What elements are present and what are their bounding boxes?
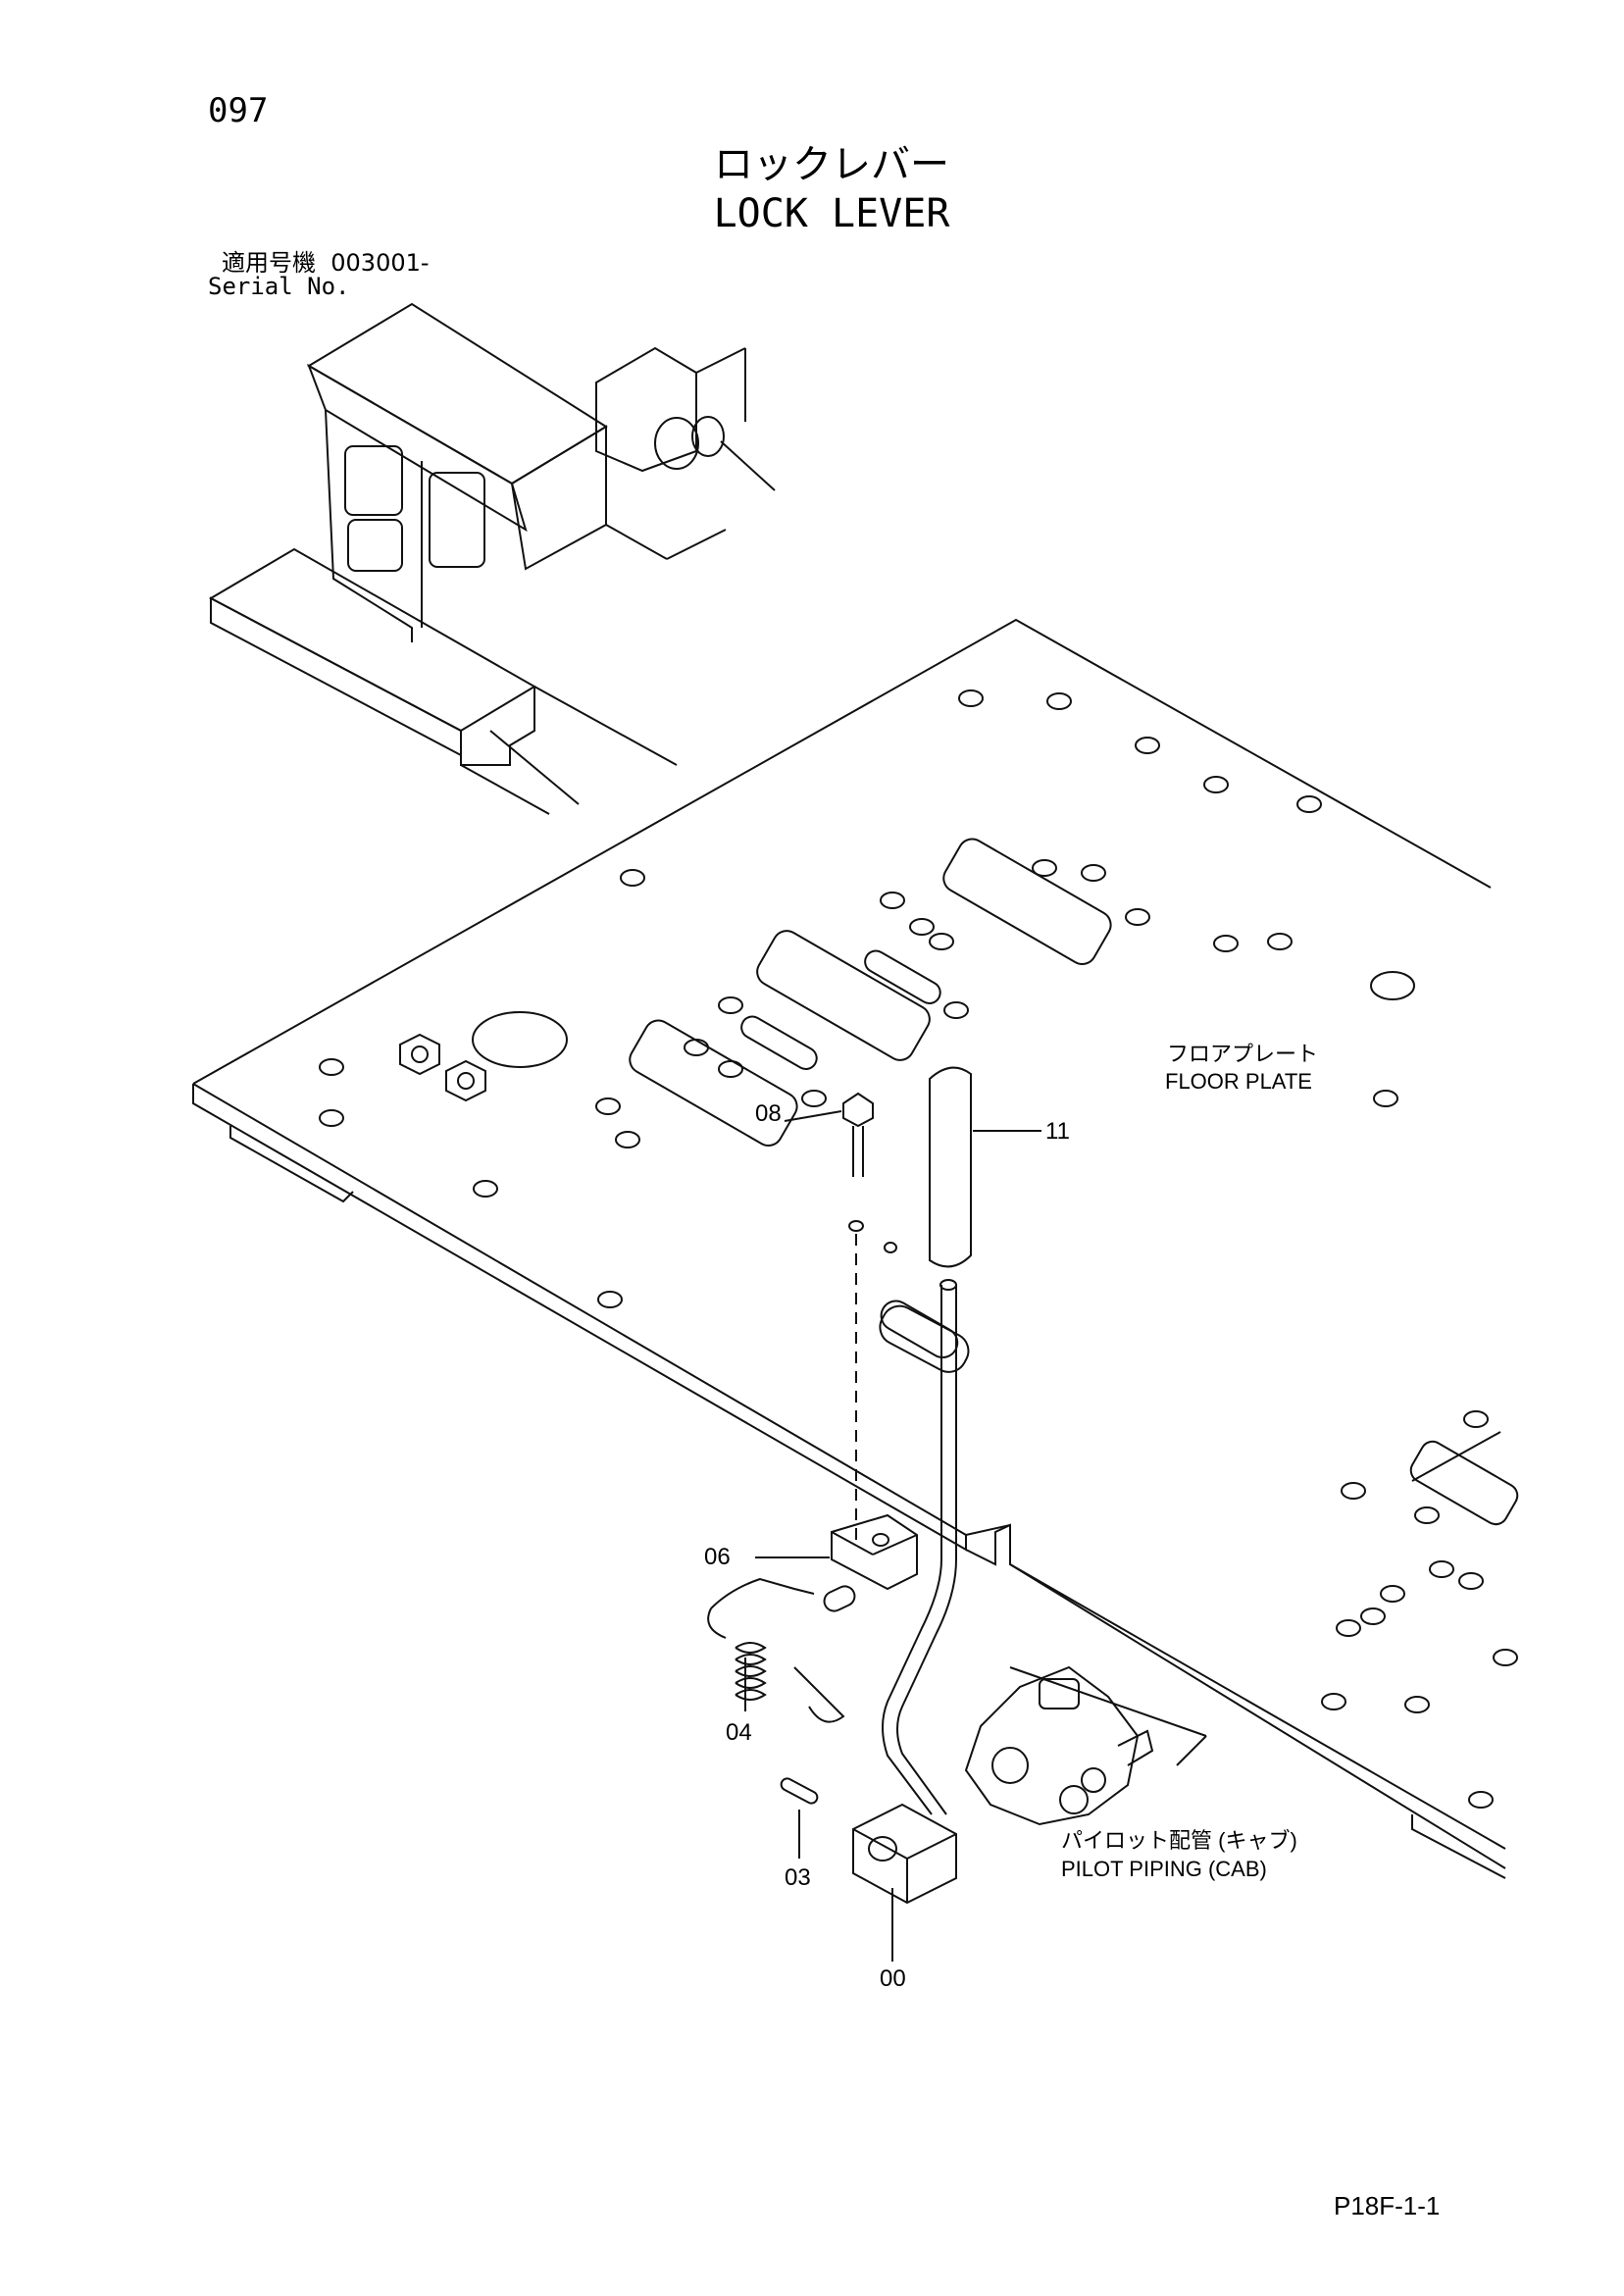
page-number: 097 [208, 91, 269, 130]
callout-00: 00 [880, 1965, 906, 1992]
callout-08: 08 [755, 1100, 782, 1127]
footer-code: P18F-1-1 [1334, 2191, 1441, 2220]
callout-03: 03 [785, 1864, 811, 1891]
serial-label-jp-text: 適用号機 [222, 249, 316, 277]
floor-plate-drawing [192, 618, 1519, 1879]
lock-lever-parts-drawing [707, 1066, 1207, 1962]
cab-overview-drawing [208, 302, 776, 815]
callout-06: 06 [704, 1544, 731, 1570]
page-title-jp: ロックレバー [714, 142, 949, 187]
floor-plate-label-jp: フロアプレート [1167, 1042, 1319, 1066]
serial-label-jp: 適用号機 003001- [222, 251, 430, 275]
serial-value: 003001- [330, 249, 430, 277]
page-title-en: LOCK LEVER [713, 191, 950, 236]
pilot-piping-label-en: PILOT PIPING (CAB) [1061, 1857, 1267, 1881]
floor-plate-label-en: FLOOR PLATE [1165, 1069, 1312, 1094]
pilot-piping-label-jp: パイロット配管 (キャブ) [1061, 1828, 1297, 1853]
serial-label-en: Serial No. [208, 273, 350, 300]
callout-04: 04 [726, 1719, 752, 1746]
callout-11: 11 [1045, 1118, 1070, 1145]
